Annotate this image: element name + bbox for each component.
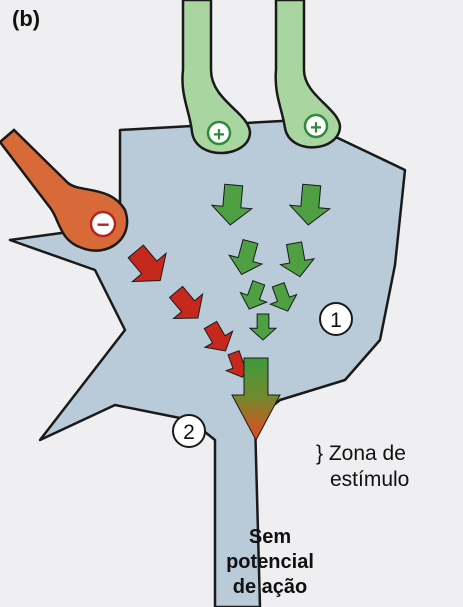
region-2-label: 2 bbox=[183, 421, 195, 444]
zone-label-line2: estímulo bbox=[330, 468, 409, 492]
region-1-label: 1 bbox=[330, 309, 342, 332]
panel-label: (b) bbox=[12, 6, 40, 32]
plus-symbol-right: + bbox=[310, 117, 322, 139]
plus-icon-left: + bbox=[208, 122, 230, 146]
plus-symbol-left: + bbox=[213, 124, 225, 146]
minus-symbol: − bbox=[97, 212, 110, 237]
zone-label-line1: } Zona de bbox=[316, 442, 406, 466]
result-label-line2: potencial bbox=[208, 551, 332, 574]
result-label-line3: de ação bbox=[208, 576, 332, 599]
result-label-line1: Sem bbox=[214, 526, 326, 549]
plus-icon-right: + bbox=[305, 115, 327, 139]
minus-icon: − bbox=[91, 212, 115, 237]
